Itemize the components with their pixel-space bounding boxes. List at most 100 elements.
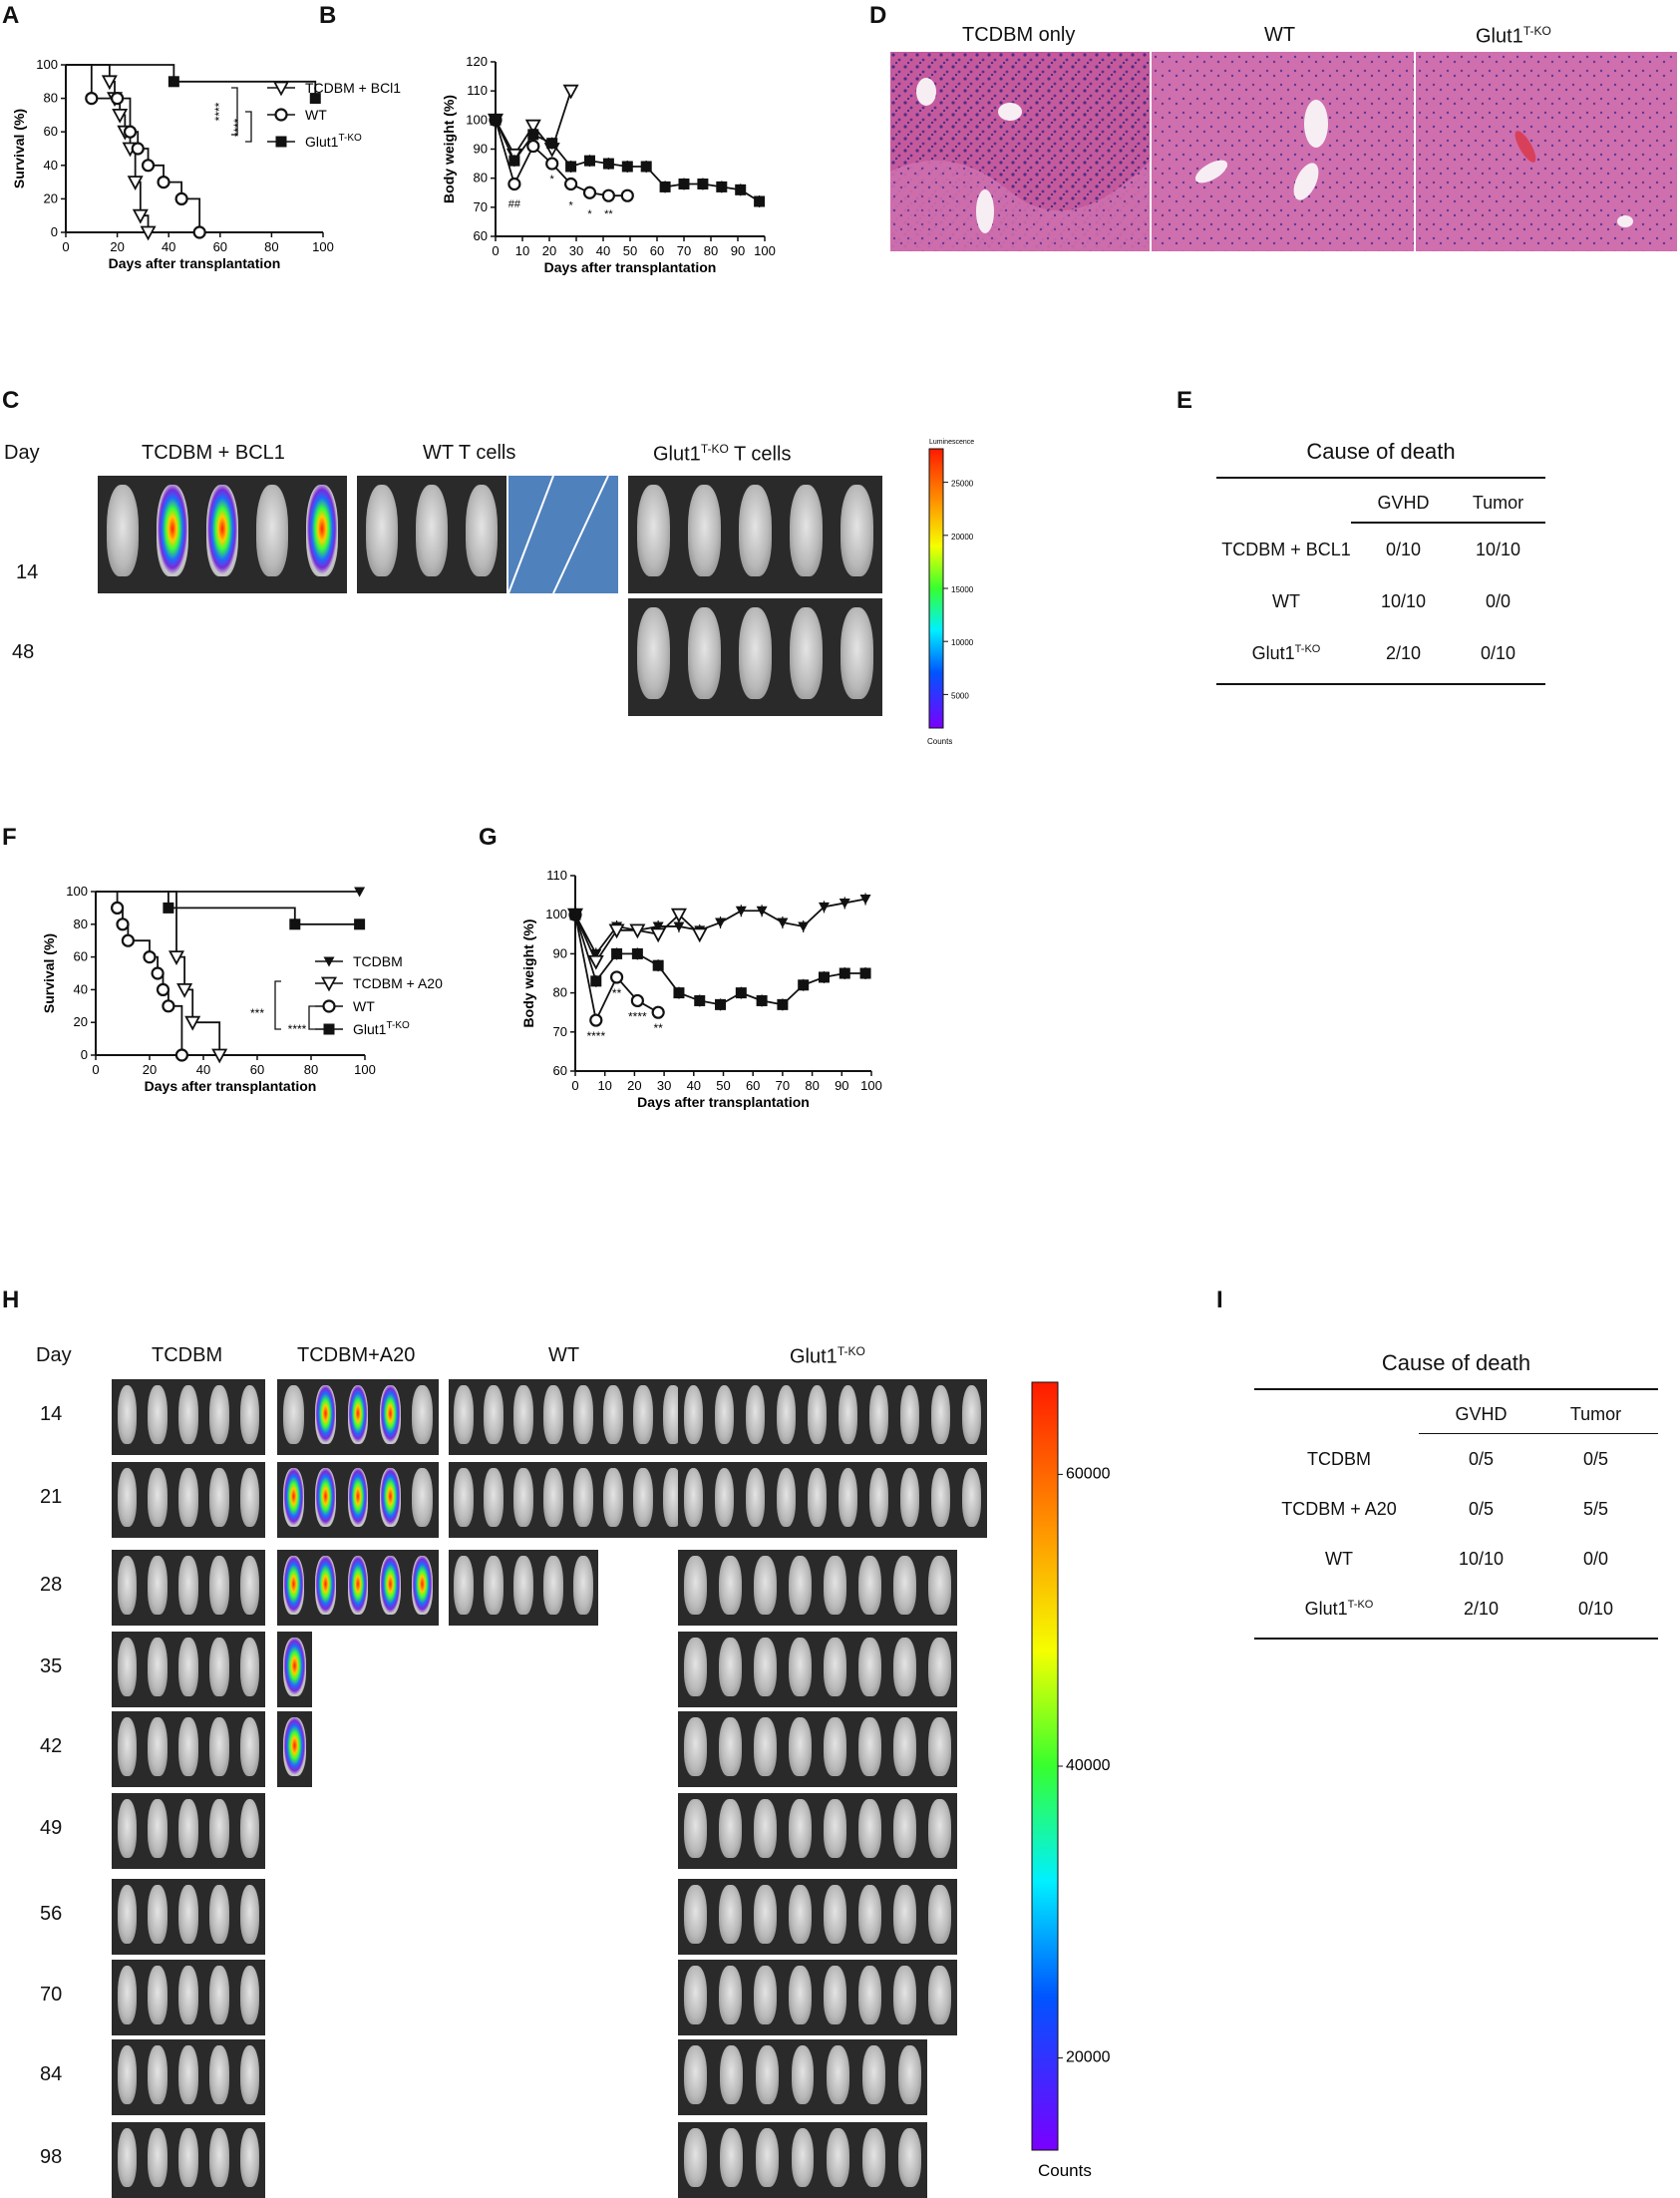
y-tick-label: 120 <box>466 54 488 69</box>
panel-letter-e: E <box>1176 387 1193 414</box>
mouse-image <box>838 1468 858 1528</box>
mouse-image <box>824 1885 846 1945</box>
table-row-label: TCDBM + A20 <box>1281 1498 1397 1519</box>
data-point <box>651 1005 665 1019</box>
mouse-image <box>513 1468 533 1528</box>
mouse-image <box>719 1799 742 1859</box>
data-point <box>587 954 604 970</box>
mouse-image <box>466 485 498 577</box>
legend-marker <box>323 1023 335 1035</box>
significance-annotation: **** <box>586 1029 605 1043</box>
mouse-image <box>178 1717 198 1777</box>
legend-marker <box>272 81 290 97</box>
data-point <box>694 994 706 1006</box>
mouse-image <box>684 1799 707 1859</box>
mouse-image <box>745 1385 766 1445</box>
mouse-image <box>347 1556 369 1616</box>
data-point <box>715 917 727 928</box>
mouse-image <box>178 1556 198 1616</box>
x-tick-label: 50 <box>716 1078 730 1093</box>
data-point <box>116 917 130 931</box>
mouse-image <box>484 1556 504 1616</box>
panel-letter-i: I <box>1216 1286 1223 1313</box>
data-point <box>565 161 577 173</box>
bli-image-h-group0-row0 <box>112 1379 265 1455</box>
table-e-header-tumor: Tumor <box>1472 493 1524 513</box>
mouse-image <box>148 1885 168 1945</box>
bli-image-h-group0-row3 <box>112 1632 265 1707</box>
mouse-image <box>380 1468 401 1528</box>
mouse-image <box>807 1385 828 1445</box>
data-point <box>162 999 175 1013</box>
mouse-image <box>755 2128 779 2188</box>
data-point <box>562 84 579 100</box>
mouse-image <box>117 1638 138 1697</box>
mouse-image <box>282 1556 304 1616</box>
histology-image-wt <box>1152 52 1414 251</box>
data-point <box>545 157 559 171</box>
significance-annotation: **** <box>231 118 245 137</box>
mouse-image <box>543 1556 563 1616</box>
data-point <box>601 188 615 202</box>
table-i-header-gvhd: GVHD <box>1455 1404 1508 1424</box>
data-point <box>85 91 99 106</box>
mouse-image <box>897 2128 921 2188</box>
x-tick-label: 90 <box>835 1078 848 1093</box>
mouse-image <box>513 1556 533 1616</box>
x-tick-label: 50 <box>623 243 637 258</box>
mouse-image <box>663 1385 683 1445</box>
y-tick-label: 100 <box>466 112 488 127</box>
mouse-image <box>573 1556 593 1616</box>
data-point <box>589 1013 603 1027</box>
x-tick-label: 40 <box>687 1078 701 1093</box>
table-cell-tumor: 5/5 <box>1582 1498 1609 1519</box>
data-point <box>777 998 789 1010</box>
histology-image-tcdbm <box>890 52 1150 251</box>
y-tick-label: 40 <box>44 158 58 173</box>
bli-image-h-group1-row2 <box>277 1550 439 1626</box>
mouse-image <box>282 1468 304 1528</box>
legend-marker <box>274 108 288 122</box>
data-point <box>309 93 321 105</box>
mouse-image <box>893 1556 916 1616</box>
y-tick-label: 20 <box>44 190 58 205</box>
x-axis-label: Days after transplantation <box>109 255 281 271</box>
x-tick-label: 40 <box>596 243 610 258</box>
data-point <box>569 909 581 920</box>
bli-image-h-group3-row3 <box>678 1632 957 1707</box>
data-point <box>735 906 747 916</box>
significance-annotation: **** <box>212 102 226 121</box>
bli-image-h-group0-row5 <box>112 1793 265 1869</box>
x-tick-label: 20 <box>110 239 124 254</box>
mouse-image <box>347 1468 369 1528</box>
y-axis-label: Survival (%) <box>11 109 27 188</box>
mouse-image <box>928 1885 951 1945</box>
y-tick-label: 60 <box>74 949 88 964</box>
y-tick-label: 60 <box>44 124 58 139</box>
bli-image-glut1-day14 <box>628 476 882 593</box>
mouse-image <box>827 2045 850 2105</box>
table-cell-tumor: 0/0 <box>1485 590 1512 611</box>
data-point <box>564 177 578 191</box>
x-tick-label: 60 <box>213 239 227 254</box>
mouse-image <box>239 1385 260 1445</box>
table-cell-tumor: 10/10 <box>1475 539 1521 559</box>
table-cell-gvhd: 10/10 <box>1380 590 1427 611</box>
mouse-image <box>148 1799 168 1859</box>
histology-title-tcdbm: TCDBM only <box>962 24 1076 46</box>
mouse-image <box>719 1966 742 2025</box>
y-tick-label: 0 <box>81 1047 88 1062</box>
y-tick-label: 70 <box>553 1024 567 1039</box>
data-point <box>716 181 728 192</box>
panel-c-group-tcdbm-bcl1: TCDBM + BCL1 <box>142 442 285 464</box>
mouse-image <box>961 1468 982 1528</box>
mouse-image <box>928 1556 951 1616</box>
table-i-title: Cause of death <box>1381 1350 1531 1375</box>
mouse-image <box>789 1638 812 1697</box>
mouse-image <box>754 1799 777 1859</box>
mouse-image <box>719 1885 742 1945</box>
